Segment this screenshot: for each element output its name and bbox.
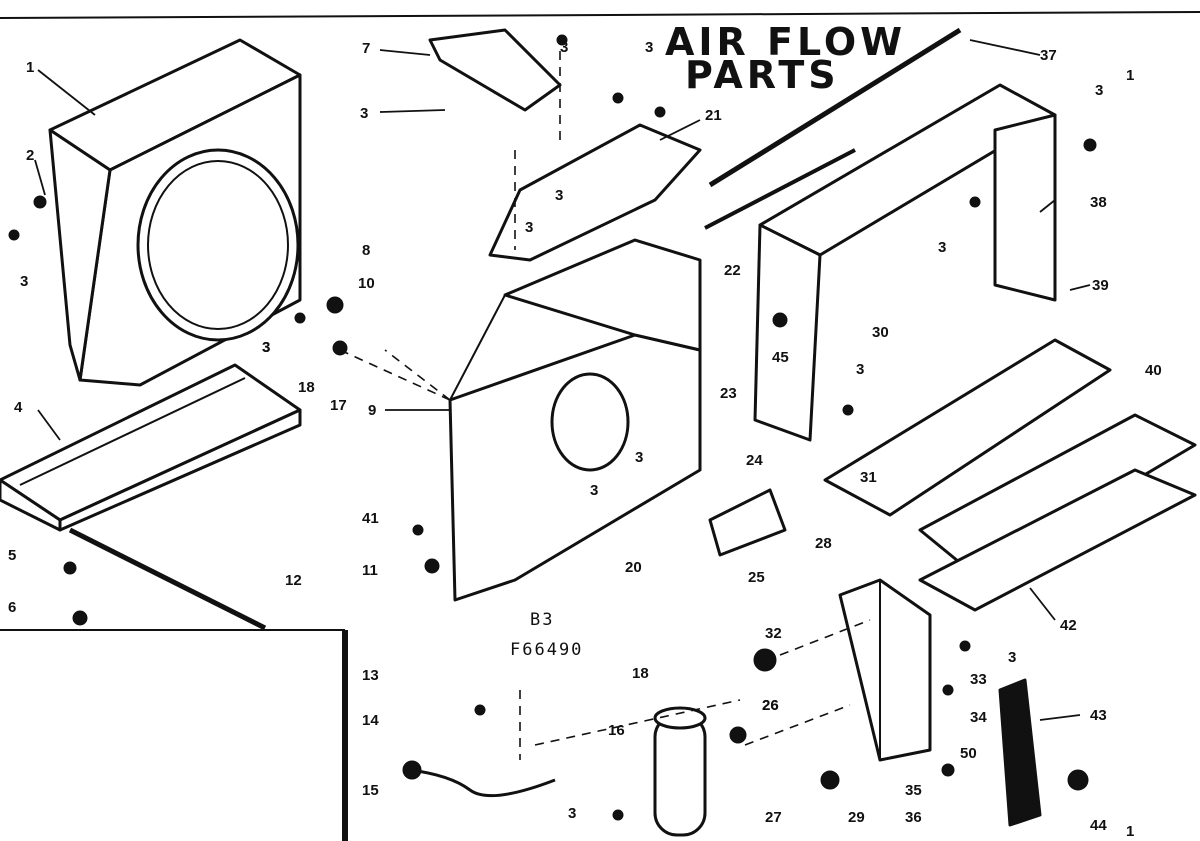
drain-tray bbox=[918, 413, 1197, 612]
callout: 24 bbox=[746, 452, 763, 469]
callout: 4 bbox=[14, 399, 23, 416]
callout: 13 bbox=[362, 667, 379, 684]
callouts: 1 2 3 3 4 5 6 7 3 3 3 21 3 3 8 10 3 18 1… bbox=[8, 39, 1162, 840]
model-code: B3 F66490 bbox=[510, 610, 583, 660]
callout: 25 bbox=[748, 569, 765, 586]
leader-lines bbox=[34, 39, 1091, 721]
callout: 10 bbox=[358, 275, 375, 292]
model-code-line-2: F66490 bbox=[510, 640, 583, 660]
callout: 28 bbox=[815, 535, 832, 552]
callout: 3 bbox=[1095, 82, 1103, 99]
callout: 1 bbox=[26, 59, 34, 76]
callout: 15 bbox=[362, 782, 379, 799]
callout: 23 bbox=[720, 385, 737, 402]
callout: 29 bbox=[848, 809, 865, 826]
callout: 22 bbox=[724, 262, 741, 279]
callout: 38 bbox=[1090, 194, 1107, 211]
callout: 3 bbox=[1008, 649, 1016, 666]
callout: 16 bbox=[608, 722, 625, 739]
strip-short bbox=[704, 148, 856, 230]
callout: 20 bbox=[625, 559, 642, 576]
rod bbox=[68, 527, 267, 631]
callout: 18 bbox=[298, 379, 315, 396]
callout: 3 bbox=[555, 187, 563, 204]
bracket-top bbox=[428, 28, 562, 112]
base-pan bbox=[0, 363, 302, 532]
callout: 32 bbox=[765, 625, 782, 642]
callout: 50 bbox=[960, 745, 977, 762]
main-housing bbox=[448, 238, 702, 602]
title-line-2: PARTS bbox=[685, 53, 840, 97]
callout: 3 bbox=[856, 361, 864, 378]
callout: 42 bbox=[1060, 617, 1077, 634]
callout: 7 bbox=[362, 40, 370, 57]
model-code-line-1: B3 bbox=[530, 610, 554, 630]
grille-strip bbox=[998, 678, 1042, 827]
wrapper bbox=[753, 83, 1057, 442]
callout: 3 bbox=[560, 39, 568, 56]
title-line-1: AIR FLOW bbox=[665, 20, 906, 64]
fasteners bbox=[8, 34, 1097, 821]
page-border bbox=[0, 11, 1200, 841]
control-box bbox=[838, 578, 932, 762]
callout: 35 bbox=[905, 782, 922, 799]
callout: 5 bbox=[8, 547, 16, 564]
callout: 12 bbox=[285, 572, 302, 589]
callout: 1 bbox=[1126, 67, 1134, 84]
callout: 8 bbox=[362, 242, 370, 259]
callout: 44 bbox=[1090, 817, 1107, 834]
callout: 26 bbox=[762, 697, 779, 714]
callout: 17 bbox=[330, 397, 347, 414]
callout: 6 bbox=[8, 599, 16, 616]
callout: 27 bbox=[765, 809, 782, 826]
shroud-panel bbox=[48, 38, 302, 387]
callout: 3 bbox=[20, 273, 28, 290]
callout: 39 bbox=[1092, 277, 1109, 294]
callout: 3 bbox=[590, 482, 598, 499]
callout: 18 bbox=[632, 665, 649, 682]
callout: 33 bbox=[970, 671, 987, 688]
callout: 26 bbox=[762, 697, 779, 714]
diagram-title: AIR FLOW PARTS bbox=[665, 20, 906, 97]
callout: 36 bbox=[905, 809, 922, 826]
callout: 37 bbox=[1040, 47, 1057, 64]
callout: 11 bbox=[362, 562, 378, 579]
callout: 3 bbox=[262, 339, 270, 356]
callout: 3 bbox=[360, 105, 368, 122]
callout: 3 bbox=[262, 339, 270, 356]
strip-long bbox=[708, 27, 962, 188]
callout: 43 bbox=[1090, 707, 1107, 724]
bottom-plate bbox=[823, 338, 1112, 517]
callout: 3 bbox=[635, 449, 643, 466]
callout: 3 bbox=[525, 219, 533, 236]
cover-plate bbox=[708, 488, 787, 557]
callout: 14 bbox=[362, 712, 379, 729]
callout: 41 bbox=[362, 510, 379, 527]
callout: 45 bbox=[772, 349, 789, 366]
callout: 3 bbox=[938, 239, 946, 256]
callout: 30 bbox=[872, 324, 889, 341]
capacitor bbox=[653, 706, 707, 837]
callout: 31 bbox=[860, 469, 877, 486]
callout: 21 bbox=[705, 107, 722, 124]
callout: 9 bbox=[368, 402, 376, 419]
callout: 3 bbox=[568, 805, 576, 822]
top-plate bbox=[488, 123, 702, 262]
callout: 34 bbox=[970, 709, 987, 726]
callout: 3 bbox=[645, 39, 653, 56]
callout: 1 bbox=[1126, 823, 1134, 840]
callout: 40 bbox=[1145, 362, 1162, 379]
callout: 2 bbox=[26, 147, 34, 164]
cord bbox=[409, 768, 556, 798]
assembly-lines bbox=[339, 35, 871, 760]
